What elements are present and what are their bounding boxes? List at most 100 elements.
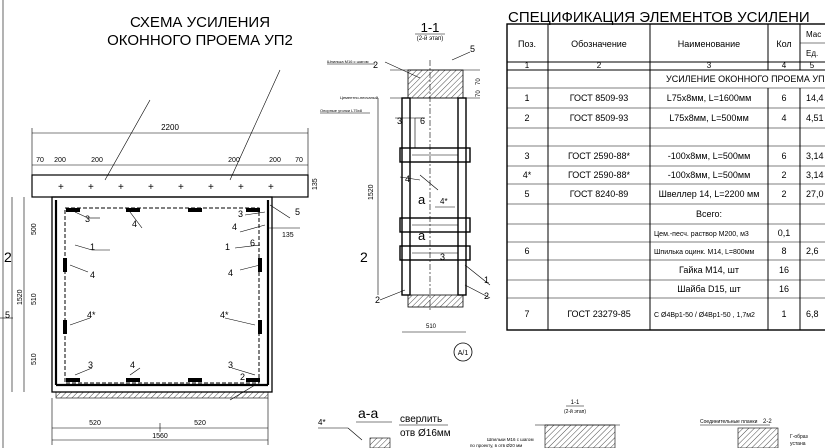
svg-text:1: 1 xyxy=(90,242,95,252)
spec-header-name: Наименование xyxy=(678,39,740,49)
axis-bubble xyxy=(453,342,473,362)
section-marks: 2 3 6 4 a a 4* 3 1 2 5 2 2 xyxy=(360,44,489,305)
svg-text:1520: 1520 xyxy=(368,184,375,200)
spec-cell-name: Всего: xyxy=(696,209,722,219)
spec-cell-pos: 2 xyxy=(524,113,529,123)
svg-text:4: 4 xyxy=(132,219,137,229)
plates xyxy=(63,208,262,382)
svg-text:3: 3 xyxy=(88,360,93,370)
spec-cell-code: ГОСТ 8509-93 xyxy=(570,93,629,103)
sill-hatch xyxy=(55,391,269,399)
spec-cell-name: Шпилька оцинк. М14, L=800мм xyxy=(654,249,755,256)
svg-text:(2-й этап): (2-й этап) xyxy=(417,35,444,42)
svg-text:520: 520 xyxy=(89,420,101,427)
svg-text:4*: 4* xyxy=(87,310,96,320)
spec-cell-code: ГОСТ 2590-88* xyxy=(568,170,631,180)
spec-cell-qty: 16 xyxy=(779,284,789,294)
svg-text:Цементно-песчаный: Цементно-песчаный xyxy=(340,95,378,100)
svg-text:1520: 1520 xyxy=(17,289,24,305)
channel-beam xyxy=(31,174,309,198)
svg-text:200: 200 xyxy=(269,157,281,164)
spec-header-pos: Поз. xyxy=(518,39,536,49)
svg-text:4: 4 xyxy=(405,174,410,184)
spec-cell-qty: 2 xyxy=(781,170,786,180)
spec-cell-qty: 8 xyxy=(781,246,786,256)
spec-cell-pos: 6 xyxy=(524,246,529,256)
svg-text:2: 2 xyxy=(373,60,378,70)
svg-text:1: 1 xyxy=(484,275,489,285)
spec-cell-code: ГОСТ 8240-89 xyxy=(570,189,629,199)
svg-text:2-2: 2-2 xyxy=(763,419,772,425)
spec-cell-code: ГОСТ 8509-93 xyxy=(570,113,629,123)
svg-text:200: 200 xyxy=(228,157,240,164)
spec-cell-pos: 1 xyxy=(524,93,529,103)
svg-text:+: + xyxy=(268,182,274,193)
svg-text:500: 500 xyxy=(31,223,38,235)
svg-text:Опорные уголки L75х8: Опорные уголки L75х8 xyxy=(320,108,363,113)
spec-cell-qty: 6 xyxy=(781,93,786,103)
spec-cell-name: С Ø4Вр1-50 / Ø4Вр1-50 , 1,7м2 xyxy=(654,312,755,319)
svg-text:200: 200 xyxy=(54,157,66,164)
spec-cell-name: Швеллер 14, L=2200 мм xyxy=(659,189,760,199)
spec-header-mass: Мас xyxy=(806,30,821,39)
svg-text:Соединительные планки: Соединительные планки xyxy=(700,419,758,425)
left-drawing: СХЕМА УСИЛЕНИЯ ОКОННОГО ПРОЕМА УП2 2200 … xyxy=(0,0,319,448)
spec-cell-pos: 5 xyxy=(524,189,529,199)
svg-text:+: + xyxy=(148,182,154,193)
svg-text:3: 3 xyxy=(85,214,90,224)
spec-title: СПЕЦИФИКАЦИЯ ЭЛЕМЕНТОВ УСИЛЕНИ xyxy=(508,9,810,26)
opening-frame xyxy=(51,196,273,393)
svg-text:+: + xyxy=(178,182,184,193)
spec-cell-mass: 2,6 xyxy=(806,246,819,256)
svg-text:3: 3 xyxy=(707,61,712,70)
wall-top xyxy=(407,69,464,99)
spec-header-code: Обозначение xyxy=(571,39,627,49)
svg-text:1: 1 xyxy=(525,61,530,70)
spec-cell-code: ГОСТ 2590-88* xyxy=(568,151,631,161)
svg-text:70: 70 xyxy=(476,90,482,97)
svg-text:устана: устана xyxy=(790,441,806,447)
beam-crosses: + + + + + + + + xyxy=(58,182,274,193)
wall-bottom xyxy=(407,294,464,308)
spec-cell-pos: 4* xyxy=(523,170,532,180)
spec-cell-qty: 6 xyxy=(781,151,786,161)
svg-text:3: 3 xyxy=(238,209,243,219)
spec-cell-qty: 0,1 xyxy=(778,228,791,238)
inner-frame-dashed xyxy=(64,207,260,384)
svg-text:4*: 4* xyxy=(440,197,448,206)
svg-text:a: a xyxy=(418,228,426,243)
svg-text:Шпилька М16 с шагом: Шпилька М16 с шагом xyxy=(327,59,369,64)
bottom-details: а-а сверлить отв Ø16мм 4* 1-1 (2-й этап)… xyxy=(318,400,809,448)
svg-text:4: 4 xyxy=(90,270,95,280)
spec-header-qty: Кол xyxy=(776,39,791,49)
svg-text:6: 6 xyxy=(250,238,255,248)
spec-cell-name: L75x8мм, L=500мм xyxy=(669,113,749,123)
spec-section-header: УСИЛЕНИЕ ОКОННОГО ПРОЕМА УП1 xyxy=(666,74,825,84)
spec-cell-qty: 2 xyxy=(781,189,786,199)
left-mark-labels: 3 4 1 4 4* 3 4 3 4 1 4 4* 3 2 6 5 xyxy=(85,207,300,382)
svg-text:2: 2 xyxy=(484,291,489,301)
svg-text:по проекту, в отв Ø20 мм: по проекту, в отв Ø20 мм xyxy=(470,443,522,448)
svg-text:+: + xyxy=(58,182,64,193)
svg-text:2: 2 xyxy=(375,295,380,305)
svg-text:сверлить: сверлить xyxy=(400,414,442,425)
svg-text:отв Ø16мм: отв Ø16мм xyxy=(400,428,451,439)
spec-cell-qty: 16 xyxy=(779,265,789,275)
svg-text:200: 200 xyxy=(91,157,103,164)
spec-cell-name: Цем.-песч. раствор М200, м3 xyxy=(654,231,749,238)
svg-text:4: 4 xyxy=(228,268,233,278)
spec-cell-name: -100x8мм, L=500мм xyxy=(668,151,751,161)
svg-text:135: 135 xyxy=(282,232,294,239)
svg-text:3: 3 xyxy=(397,116,402,126)
spec-cell-mass: 6,8 xyxy=(806,309,819,319)
section-title: 1-1 xyxy=(421,20,440,35)
svg-text:520: 520 xyxy=(194,420,206,427)
left-title-line1: СХЕМА УСИЛЕНИЯ xyxy=(130,14,270,31)
svg-text:510: 510 xyxy=(426,324,437,330)
svg-text:2: 2 xyxy=(240,372,245,382)
spec-cell-name: Гайка М14, шт xyxy=(679,265,739,275)
svg-text:a: a xyxy=(418,192,426,207)
spec-cell-pos: 7 xyxy=(524,309,529,319)
